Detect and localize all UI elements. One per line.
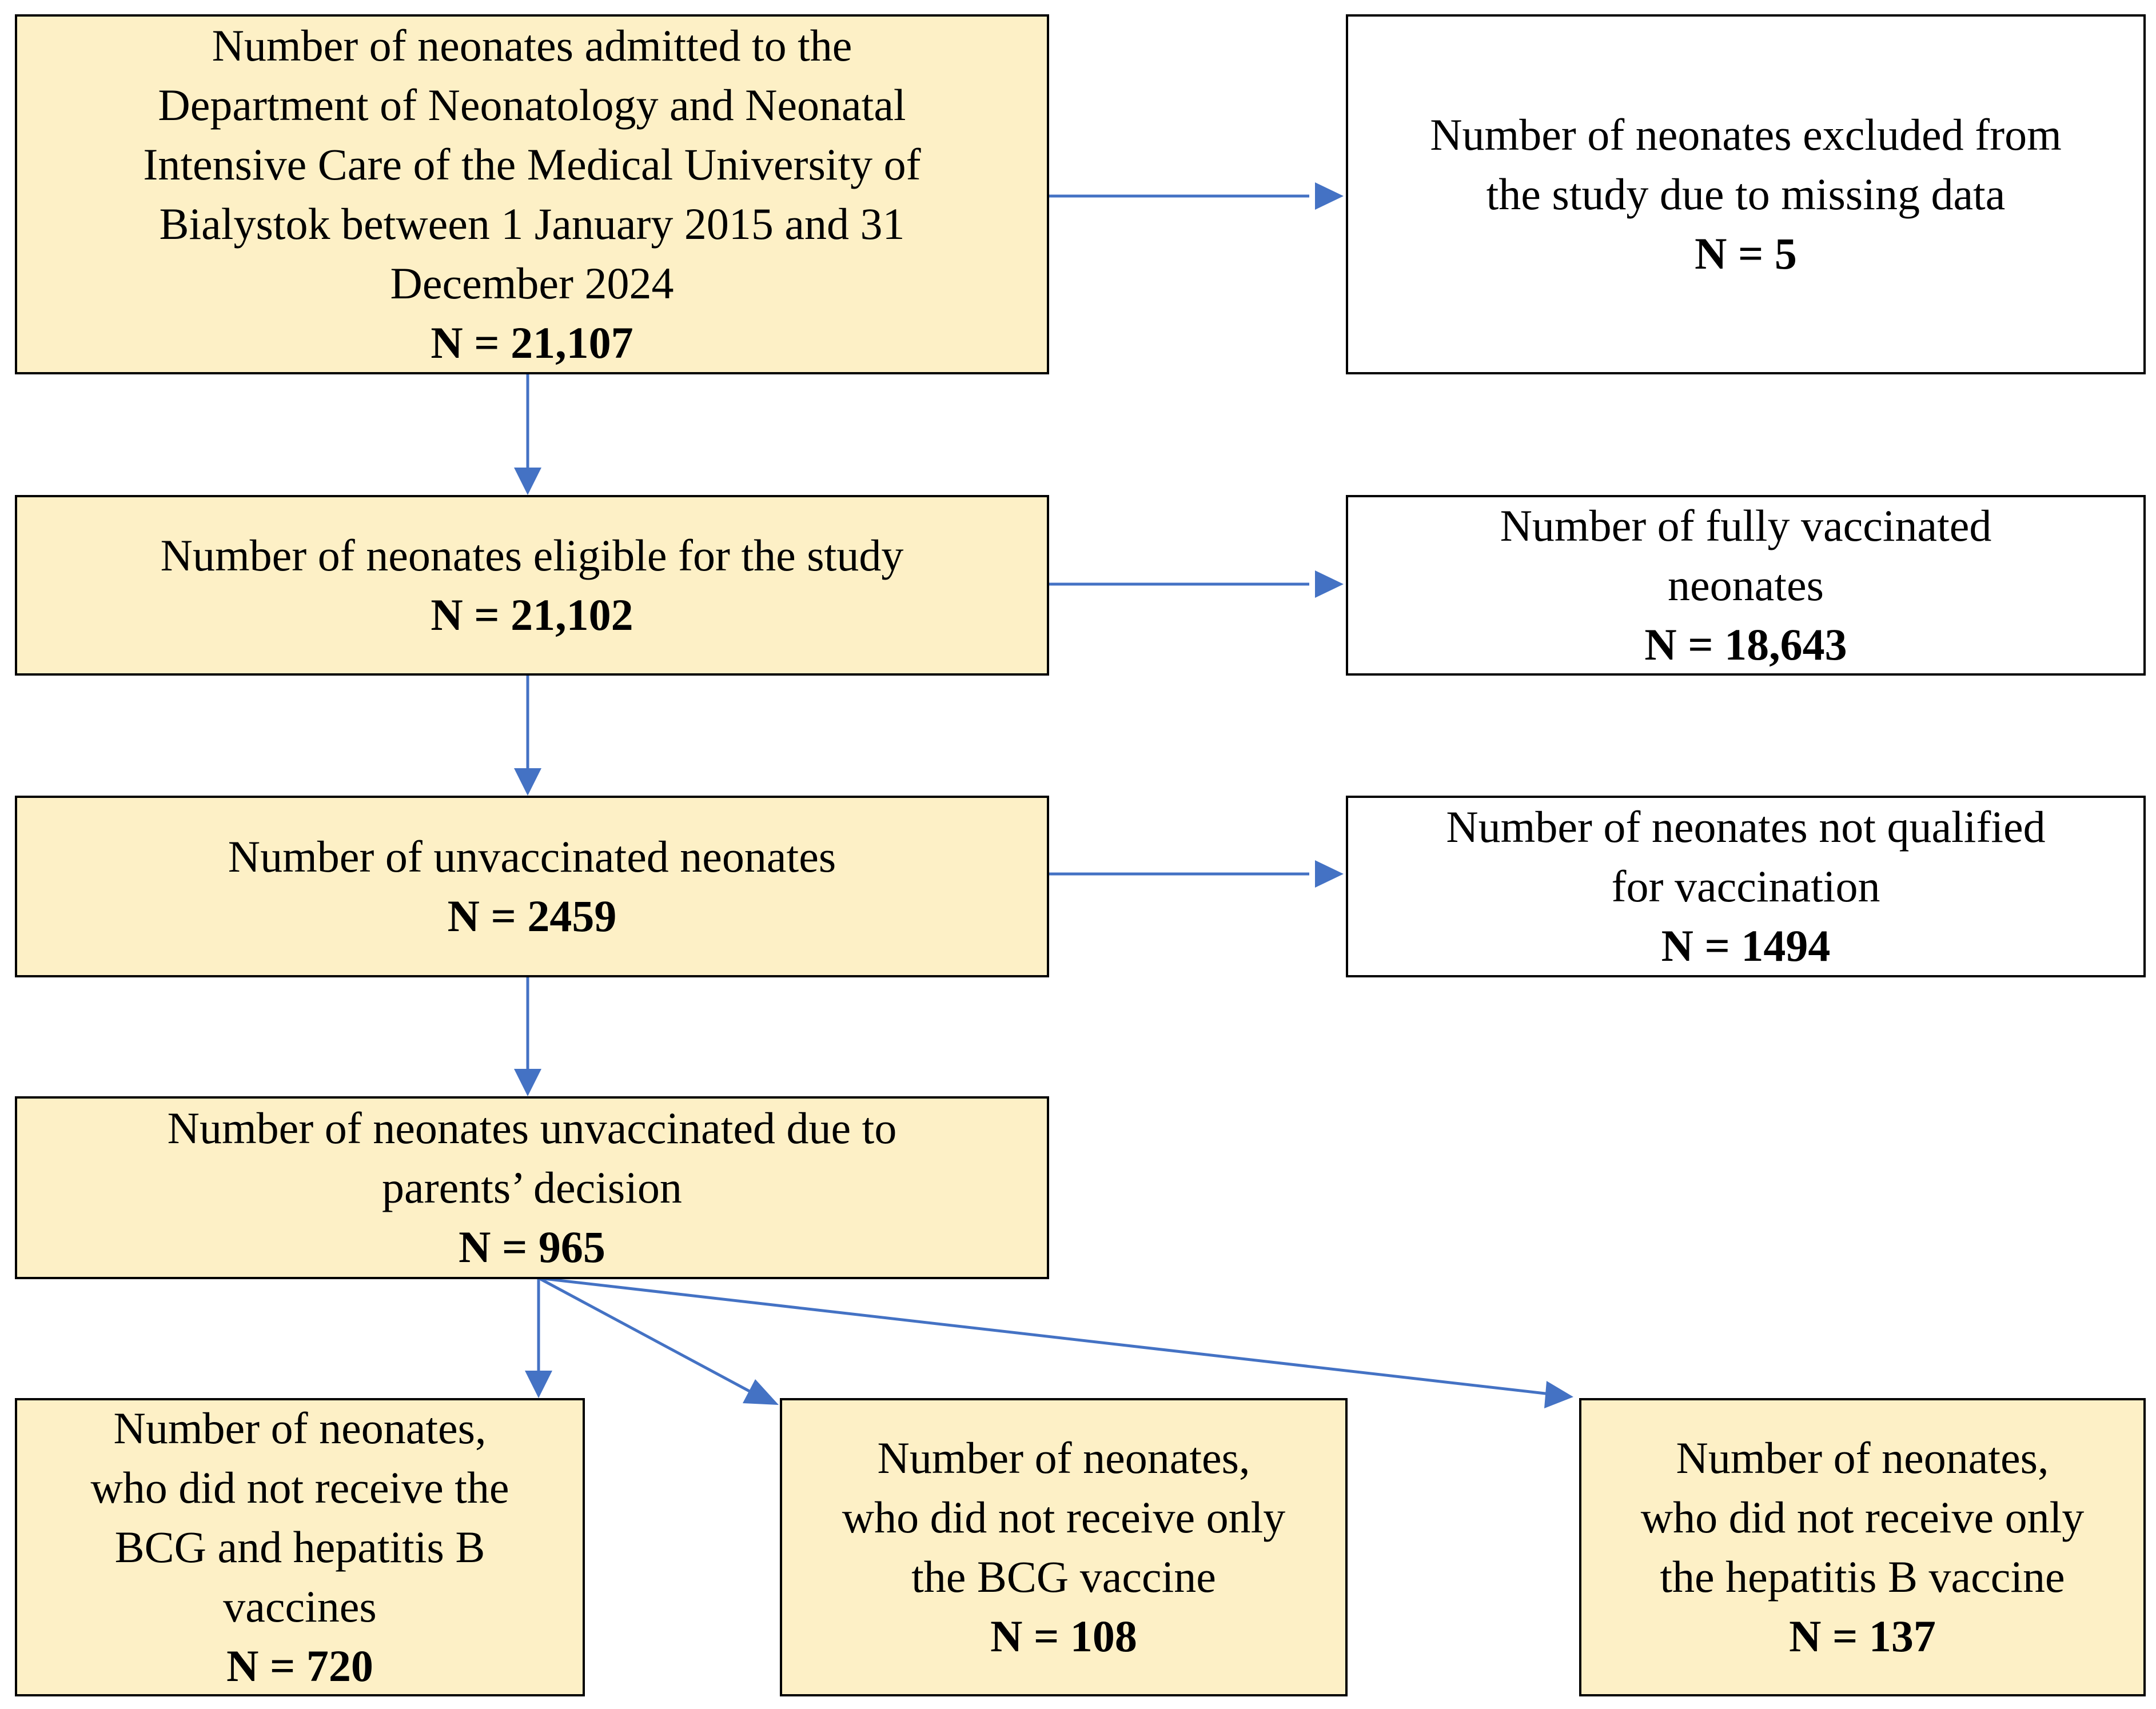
eligible-count: N = 21,102 [431,590,633,640]
no-hepb-only-description: Number of neonates, who did not receive … [1640,1433,2085,1602]
fully-vaccinated-count: N = 18,643 [1644,620,1847,669]
not-qualified-description: Number of neonates not qualified for vac… [1446,802,2046,911]
arrowhead-excluded [1315,182,1344,210]
not-qualified-box: Number of neonates not qualified for vac… [1346,796,2146,977]
arrow-parents-to-bcg-only [537,1276,757,1396]
arrowhead-fully-vaccinated [1315,570,1344,598]
parents-decision-box: Number of neonates unvaccinated due to p… [15,1096,1049,1279]
no-bcg-only-description: Number of neonates, who did not receive … [842,1433,1286,1602]
eligible-box: Number of neonates eligible for the stud… [15,495,1049,676]
admitted-count: N = 21,107 [431,318,633,368]
parents-decision-description: Number of neonates unvaccinated due to p… [167,1103,897,1212]
arrowhead-bcg-hepb [525,1371,552,1398]
fully-vaccinated-box: Number of fully vaccinated neonates N = … [1346,495,2146,676]
no-bcg-hepb-count: N = 720 [226,1641,373,1691]
excluded-description: Number of neonates excluded from the stu… [1430,110,2062,219]
fully-vaccinated-description: Number of fully vaccinated neonates [1500,501,1992,610]
arrowhead-not-qualified [1315,860,1344,888]
excluded-count: N = 5 [1695,229,1797,278]
arrowhead-unvaccinated [514,768,541,796]
admitted-description: Number of neonates admitted to the Depar… [143,21,921,308]
unvaccinated-count: N = 2459 [447,891,617,941]
no-bcg-only-count: N = 108 [990,1611,1137,1661]
eligible-description: Number of neonates eligible for the stud… [160,530,904,580]
arrowhead-bcg-only [743,1379,779,1405]
no-bcg-hepb-description: Number of neonates, who did not receive … [90,1403,509,1631]
no-bcg-only-box: Number of neonates, who did not receive … [780,1398,1348,1696]
excluded-box: Number of neonates excluded from the stu… [1346,14,2146,374]
unvaccinated-box: Number of unvaccinated neonates N = 2459 [15,796,1049,977]
arrowhead-hepb-only [1544,1381,1573,1408]
admitted-box: Number of neonates admitted to the Depar… [15,14,1049,374]
no-hepb-only-count: N = 137 [1789,1611,1936,1661]
no-bcg-hepb-box: Number of neonates, who did not receive … [15,1398,585,1696]
unvaccinated-description: Number of unvaccinated neonates [228,832,836,881]
arrow-parents-to-hepb-only [538,1276,1556,1396]
parents-decision-count: N = 965 [459,1222,605,1272]
not-qualified-count: N = 1494 [1661,921,1831,971]
no-hepb-only-box: Number of neonates, who did not receive … [1579,1398,2146,1696]
arrowhead-parents-decision [514,1069,541,1096]
arrowhead-eligible [514,468,541,495]
